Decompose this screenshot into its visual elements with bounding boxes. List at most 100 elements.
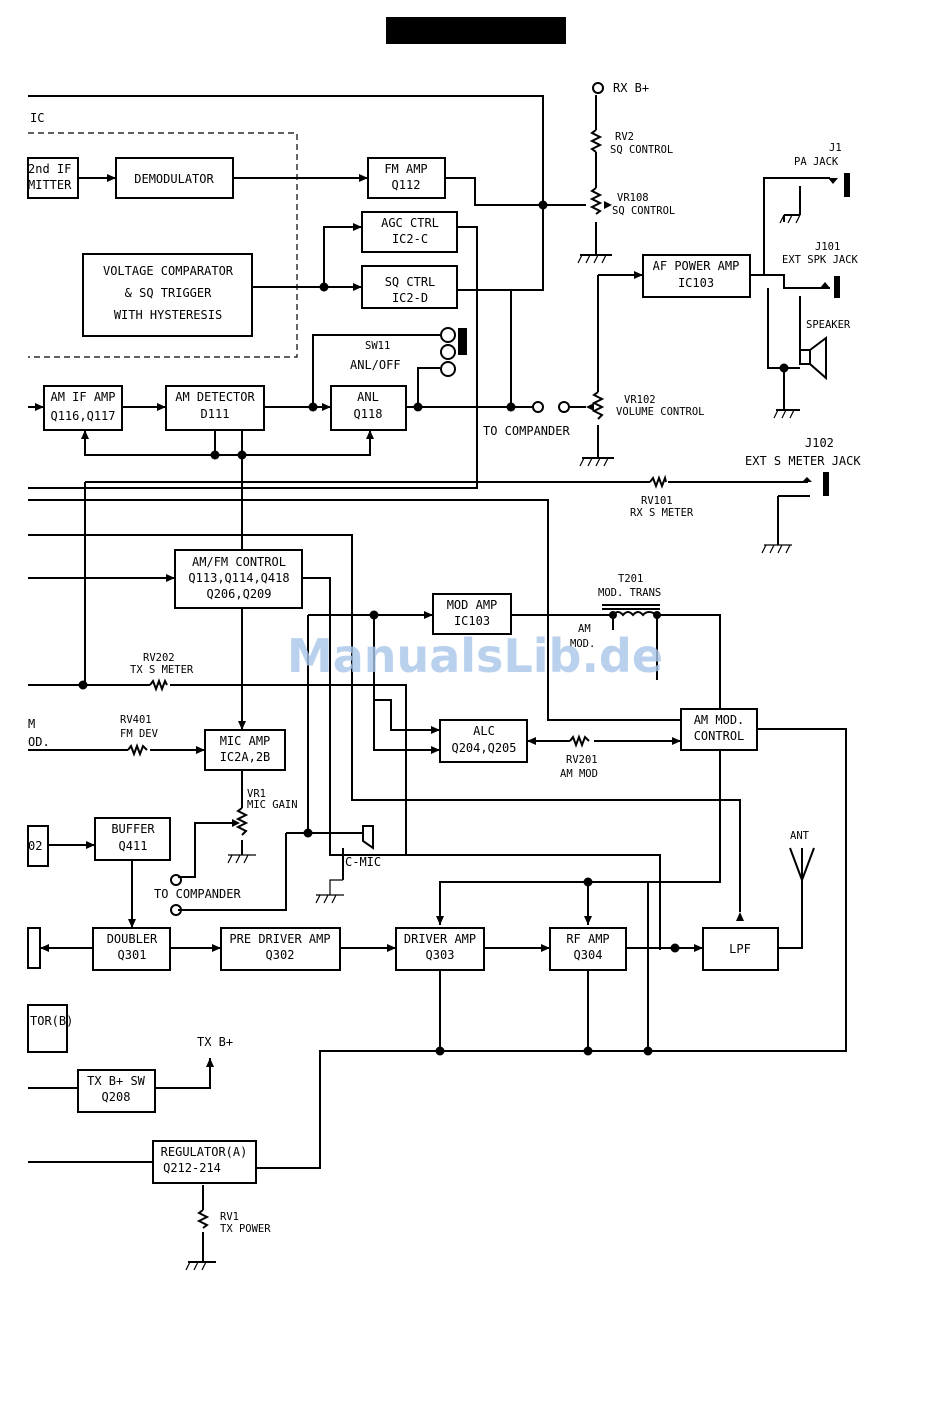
svg-text:Q212-214: Q212-214 — [163, 1161, 221, 1175]
svg-text:WITH HYSTERESIS: WITH HYSTERESIS — [114, 308, 222, 322]
pot-wiper-arrows — [232, 201, 612, 827]
ground-symbols — [185, 214, 801, 1271]
svg-text:FM DEV: FM DEV — [120, 728, 159, 740]
svg-text:Q411: Q411 — [119, 839, 148, 853]
block-rf-amp: RF AMP Q304 — [549, 927, 627, 971]
svg-text:RX S METER: RX S METER — [630, 507, 694, 519]
svg-text:SQ CONTROL: SQ CONTROL — [612, 205, 675, 217]
svg-text:MIC GAIN: MIC GAIN — [247, 799, 298, 811]
svg-text:VR1: VR1 — [247, 788, 266, 800]
svg-text:C-MIC: C-MIC — [345, 855, 381, 869]
svg-text:J101: J101 — [815, 241, 840, 253]
svg-text:SQ CONTROL: SQ CONTROL — [610, 144, 673, 156]
svg-text:T201: T201 — [618, 573, 643, 585]
svg-text:TX POWER: TX POWER — [220, 1223, 271, 1235]
block-fm-amp: FM AMP Q112 — [367, 157, 446, 199]
svg-text:VR102: VR102 — [624, 394, 656, 406]
svg-text:AM/FM CONTROL: AM/FM CONTROL — [192, 555, 286, 569]
svg-text:Q118: Q118 — [354, 407, 383, 421]
svg-text:FM AMP: FM AMP — [384, 162, 427, 176]
svg-text:Q113,Q114,Q418: Q113,Q114,Q418 — [188, 571, 289, 585]
svg-text:RV201: RV201 — [566, 754, 598, 766]
svg-text:AM MOD.: AM MOD. — [694, 713, 745, 727]
svg-text:AM MOD: AM MOD — [560, 768, 598, 780]
svg-text:MOD. TRANS: MOD. TRANS — [598, 587, 661, 599]
block-am-mod-control: AM MOD. CONTROL — [680, 708, 758, 751]
mod-transformer-icon — [602, 604, 661, 619]
svg-text:IC2-C: IC2-C — [392, 232, 428, 246]
svg-text:ANL/OFF: ANL/OFF — [350, 358, 401, 372]
block-regulator: REGULATOR(A) Q212-214 — [152, 1140, 257, 1184]
svg-text:OD.: OD. — [28, 735, 50, 749]
svg-text:TX B+ SW: TX B+ SW — [87, 1074, 146, 1088]
block-driver-amp: DRIVER AMP Q303 — [395, 927, 485, 971]
svg-text:LPF: LPF — [729, 942, 751, 956]
svg-text:AF POWER AMP: AF POWER AMP — [653, 259, 740, 273]
svg-text:REGULATOR(A): REGULATOR(A) — [161, 1145, 248, 1159]
block-demodulator: DEMODULATOR — [115, 157, 234, 199]
svg-text:MITTER: MITTER — [28, 178, 72, 192]
block-if-emitter: 2nd IF MITTER — [27, 157, 79, 199]
ext-s-meter-jack-icon — [802, 472, 829, 496]
svg-text:Q208: Q208 — [102, 1090, 131, 1104]
svg-text:J102: J102 — [805, 436, 834, 450]
pa-jack-icon — [828, 173, 850, 197]
svg-text:SW11: SW11 — [365, 340, 390, 352]
svg-text:Q116,Q117: Q116,Q117 — [50, 409, 115, 423]
block-am-if-amp: AM IF AMP Q116,Q117 — [43, 385, 123, 431]
svg-text:PA JACK: PA JACK — [794, 156, 839, 168]
svg-text:BUFFER: BUFFER — [111, 822, 155, 836]
svg-text:Q303: Q303 — [426, 948, 455, 962]
svg-text:TO COMPANDER: TO COMPANDER — [483, 424, 570, 438]
junction-dots — [78, 200, 789, 1056]
svg-text:VR108: VR108 — [617, 192, 649, 204]
svg-text:Q301: Q301 — [118, 948, 147, 962]
block-left-02: 02 — [27, 825, 49, 867]
svg-text:SQ CTRL: SQ CTRL — [385, 275, 436, 289]
svg-text:Q112: Q112 — [392, 178, 421, 192]
svg-text:IC2A,2B: IC2A,2B — [220, 750, 271, 764]
svg-text:D111: D111 — [201, 407, 230, 421]
svg-text:AGC CTRL: AGC CTRL — [381, 216, 439, 230]
arrowheads — [35, 174, 744, 1067]
ext-spk-jack-icon — [820, 276, 840, 298]
block-sq-ctrl: SQ CTRL IC2-D — [361, 265, 458, 309]
ic-group-border — [28, 132, 298, 358]
block-am-fm-control: AM/FM CONTROL Q113,Q114,Q418 Q206,Q209 — [174, 549, 303, 609]
svg-text:VOLTAGE COMPARATOR: VOLTAGE COMPARATOR — [103, 264, 234, 278]
block-doubler: DOUBLER Q301 — [92, 927, 171, 971]
block-mic-amp: MIC AMP IC2A,2B — [204, 729, 286, 771]
svg-text:EXT S METER JACK: EXT S METER JACK — [745, 454, 861, 468]
svg-text:Q302: Q302 — [266, 948, 295, 962]
block-af-power-amp: AF POWER AMP IC103 — [642, 254, 751, 298]
svg-text:MOD AMP: MOD AMP — [447, 598, 498, 612]
open-terminals — [170, 82, 604, 916]
c-mic-icon — [343, 825, 374, 850]
antenna-icon — [789, 847, 815, 883]
svg-text:AM DETECTOR: AM DETECTOR — [175, 390, 255, 404]
svg-text:DEMODULATOR: DEMODULATOR — [134, 172, 214, 186]
svg-text:PRE DRIVER AMP: PRE DRIVER AMP — [229, 932, 330, 946]
svg-text:VOLUME CONTROL: VOLUME CONTROL — [616, 406, 705, 418]
svg-text:MOD.: MOD. — [570, 638, 595, 650]
block-pre-driver-amp: PRE DRIVER AMP Q302 — [220, 927, 341, 971]
ic-group-label: IC — [30, 111, 44, 125]
svg-text:ALC: ALC — [473, 724, 495, 738]
svg-text:CONTROL: CONTROL — [694, 729, 745, 743]
block-agc-ctrl: AGC CTRL IC2-C — [361, 211, 458, 253]
labels: RX B+ RV2 SQ CONTROL VR108 SQ CONTROL J1… — [28, 81, 861, 1235]
block-left-stub — [27, 927, 41, 969]
block-buffer: BUFFER Q411 — [94, 817, 171, 861]
svg-text:DOUBLER: DOUBLER — [107, 932, 158, 946]
svg-text:TX S METER: TX S METER — [130, 664, 194, 676]
block-am-detector: AM DETECTOR D111 — [165, 385, 265, 431]
svg-text:ANL: ANL — [357, 390, 379, 404]
block-anl: ANL Q118 — [330, 385, 407, 431]
svg-text:AM IF AMP: AM IF AMP — [50, 390, 115, 404]
svg-text:RV101: RV101 — [641, 495, 673, 507]
svg-text:Q206,Q209: Q206,Q209 — [206, 587, 271, 601]
block-voltage-comparator: VOLTAGE COMPARATOR & SQ TRIGGER WITH HYS… — [82, 253, 253, 337]
svg-text:SPEAKER: SPEAKER — [806, 319, 851, 331]
watermark: ManualsLib.de — [287, 629, 663, 683]
svg-text:Q204,Q205: Q204,Q205 — [451, 741, 516, 755]
